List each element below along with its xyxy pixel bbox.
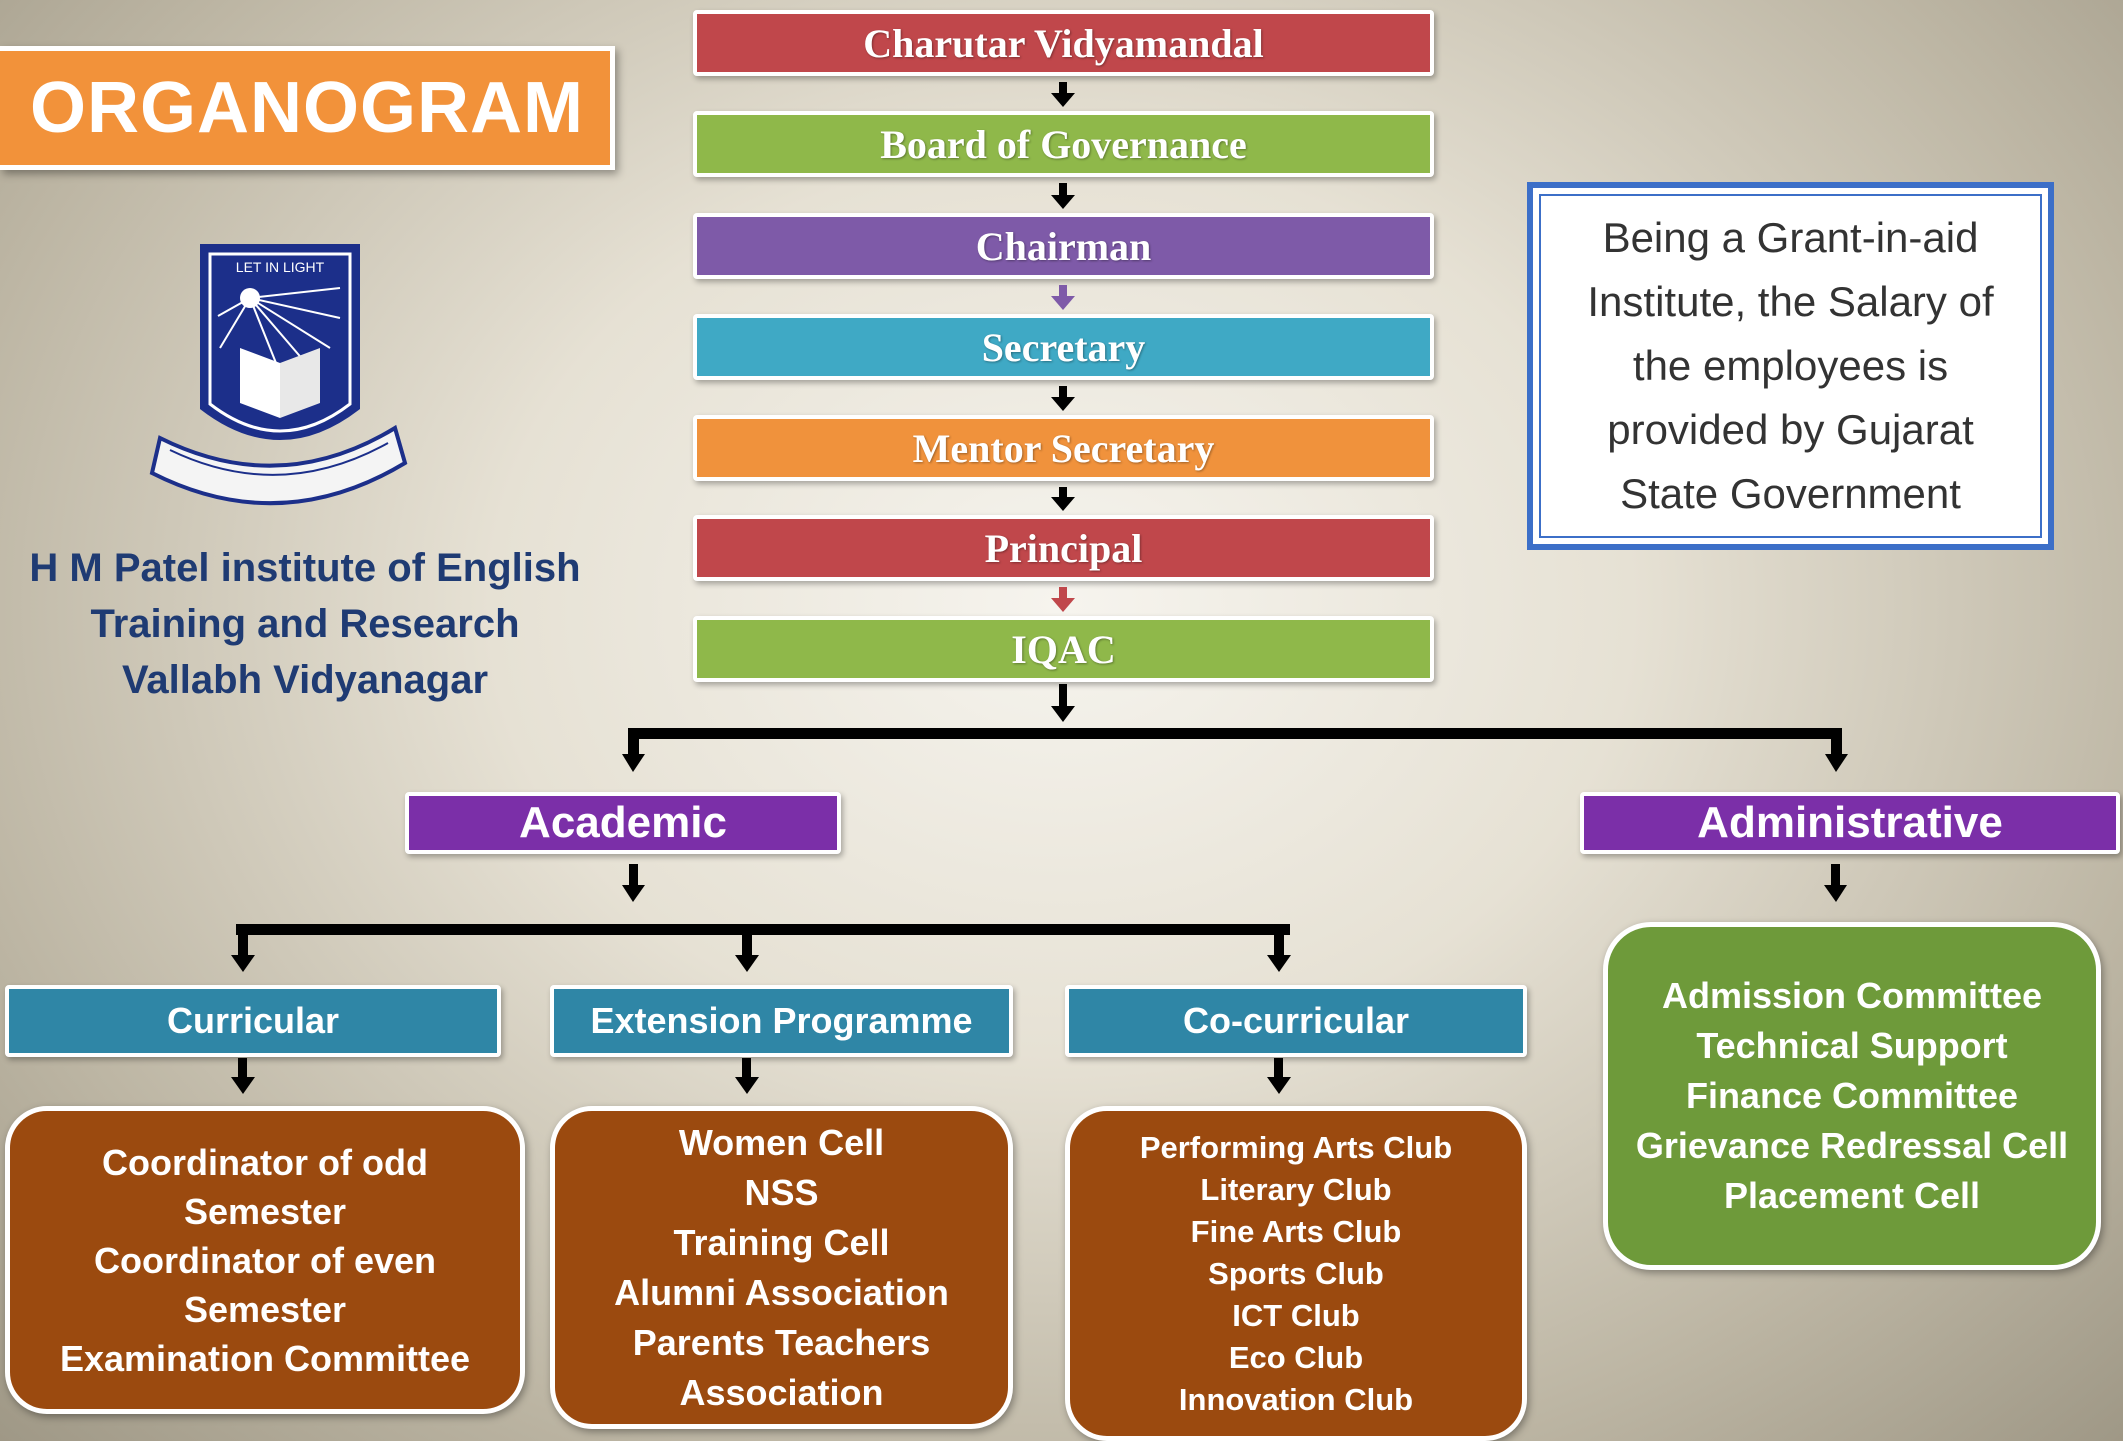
list-item: Fine Arts Club: [1190, 1213, 1402, 1249]
list-item: Semester: [183, 1288, 347, 1330]
list-item: Technical Support: [1696, 1025, 2008, 1066]
institute-name-line-3: Vallabh Vidyanagar: [121, 658, 489, 702]
node-mentor-secretary: Mentor Secretary: [693, 415, 1434, 481]
grant-note-text: Being a Grant-in-aid Institute, the Sala…: [1587, 214, 1994, 517]
node-charutar-vidyamandal: Charutar Vidyamandal: [693, 10, 1434, 76]
group-co-curricular: Co-curricular: [1065, 985, 1527, 1057]
list-item: Innovation Club: [1178, 1381, 1414, 1417]
list-item: Eco Club: [1228, 1339, 1364, 1375]
chain-arrow-head: [1051, 195, 1075, 209]
administrative-items: Admission Committee Technical Support Fi…: [1603, 922, 2101, 1270]
chain-arrow-head: [1051, 497, 1075, 511]
chain-arrow-shaft: [1059, 386, 1067, 399]
list-item: Association: [679, 1371, 884, 1413]
group-extension-programme: Extension Programme: [550, 985, 1013, 1057]
chain-arrow-shaft: [1059, 183, 1067, 197]
list-item: Examination Committee: [59, 1337, 471, 1379]
chain-arrow-head: [1051, 598, 1075, 612]
list-item: Finance Committee: [1685, 1075, 2019, 1116]
list-item: NSS: [744, 1171, 819, 1213]
list-item: Literary Club: [1200, 1171, 1392, 1207]
institute-name-line-1: H M Patel institute of English: [29, 546, 581, 590]
list-item: ICT Club: [1232, 1297, 1360, 1333]
extension-programme-items: Women Cell NSS Training Cell Alumni Asso…: [550, 1106, 1013, 1429]
chain-arrow-head: [1051, 397, 1075, 411]
chain-arrow-shaft: [1059, 587, 1067, 600]
curricular-items: Coordinator of odd Semester Coordinator …: [5, 1106, 525, 1414]
institute-name-line-2: Training and Research: [90, 602, 520, 646]
chain-arrow-shaft: [1059, 82, 1067, 95]
node-board-of-governance: Board of Governance: [693, 111, 1434, 177]
list-item: Women Cell: [678, 1121, 885, 1163]
chain-arrow-shaft: [1059, 285, 1067, 298]
chain-arrow-head: [1051, 93, 1075, 107]
list-item: Alumni Association: [614, 1271, 949, 1313]
list-item: Parents Teachers: [632, 1321, 931, 1363]
chain-arrow-head: [1051, 296, 1075, 310]
group-curricular: Curricular: [5, 985, 501, 1057]
list-item: Training Cell: [673, 1221, 890, 1263]
node-iqac: IQAC: [693, 616, 1434, 682]
node-chairman: Chairman: [693, 213, 1434, 279]
list-item: Grievance Redressal Cell: [1635, 1125, 2069, 1166]
page-title: ORGANOGRAM: [0, 46, 615, 170]
node-principal: Principal: [693, 515, 1434, 581]
list-item: Semester: [183, 1190, 347, 1232]
branch-academic: Academic: [405, 792, 841, 854]
institute-logo: LET IN LIGHT: [140, 238, 415, 523]
logo-motto: LET IN LIGHT: [236, 259, 325, 275]
list-item: Performing Arts Club: [1139, 1129, 1453, 1165]
institute-name: H M Patel institute of English Training …: [5, 540, 605, 708]
list-item: Admission Committee: [1661, 975, 2043, 1016]
list-item: Placement Cell: [1723, 1175, 1981, 1216]
chain-arrow-shaft: [1059, 487, 1067, 499]
chain-arrows: [1051, 82, 1075, 612]
list-item: Coordinator of odd: [102, 1141, 428, 1183]
grant-note: Being a Grant-in-aid Institute, the Sala…: [1527, 182, 2054, 550]
list-item: Coordinator of even: [93, 1239, 437, 1281]
branch-administrative: Administrative: [1580, 792, 2120, 854]
node-secretary: Secretary: [693, 314, 1434, 380]
co-curricular-items: Performing Arts Club Literary Club Fine …: [1065, 1106, 1527, 1441]
list-item: Sports Club: [1208, 1255, 1384, 1291]
